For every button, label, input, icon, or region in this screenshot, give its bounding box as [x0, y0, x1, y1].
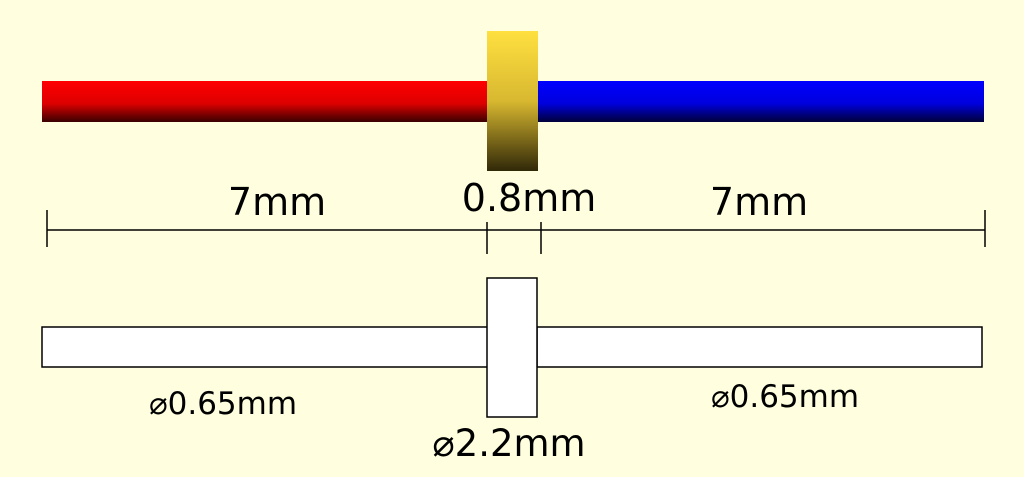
colored-rod — [42, 31, 984, 171]
right-outline-segment — [536, 326, 983, 368]
left-outline-segment — [41, 326, 489, 368]
middle-length-label: 0.8mm — [462, 176, 596, 220]
middle-diameter-label: ⌀2.2mm — [432, 422, 585, 465]
left-rod-segment — [42, 81, 488, 122]
right-rod-segment — [537, 81, 984, 122]
outline-rod — [41, 277, 983, 418]
right-diameter-label: ⌀0.65mm — [711, 379, 859, 415]
left-length-label: 7mm — [228, 180, 326, 224]
right-length-label: 7mm — [710, 180, 808, 224]
collar-outline-segment — [486, 277, 538, 418]
left-diameter-label: ⌀0.65mm — [149, 386, 297, 422]
collar-segment — [487, 31, 538, 171]
dimension-line — [46, 210, 986, 254]
